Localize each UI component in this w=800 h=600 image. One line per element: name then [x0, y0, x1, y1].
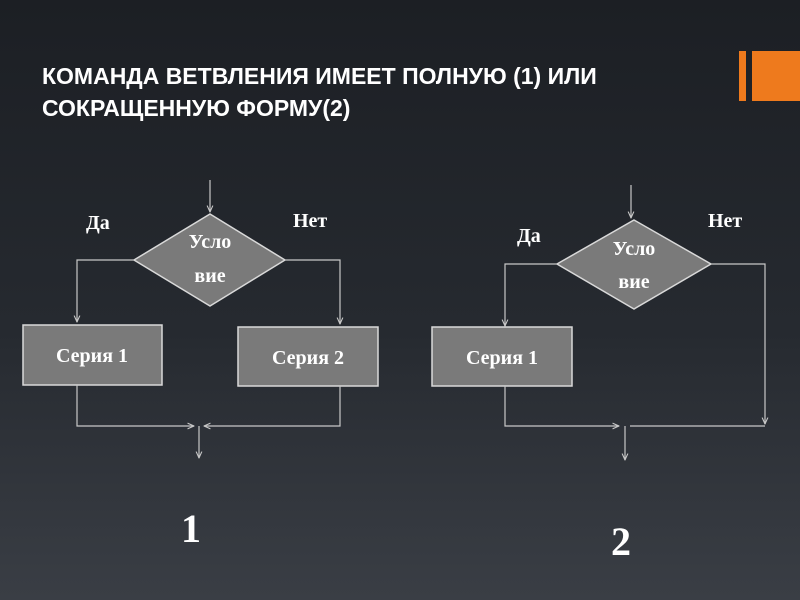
- yes-label: Да: [86, 212, 110, 234]
- series-1-box: [431, 326, 573, 387]
- yes-branch-connector: [505, 263, 557, 326]
- accent-bar-thick: [752, 51, 800, 101]
- no-branch-connector: [285, 259, 340, 324]
- slide-title-line-1: КОМАНДА ВЕТВЛЕНИЯ ИМЕЕТ ПОЛНУЮ (1) ИЛИ: [42, 63, 597, 89]
- condition-diamond: [555, 219, 713, 310]
- condition-label-line-2: вие: [618, 271, 649, 293]
- flowchart-full-form: Усло вие Да Нет Серия 1 Серия 2 1: [22, 180, 379, 551]
- yes-branch-connector: [77, 259, 134, 322]
- series-2-label: Серия 2: [272, 347, 344, 369]
- yes-label: Да: [517, 225, 541, 247]
- merge-right-connector: [204, 386, 341, 426]
- series-1-label: Серия 1: [466, 347, 538, 369]
- flowchart-short-form: Усло вие Да Нет Серия 1 2: [431, 185, 765, 564]
- accent-bar-thin: [739, 51, 746, 101]
- series-1-label: Серия 1: [56, 345, 128, 367]
- series-1-box: [22, 324, 163, 386]
- condition-label-line-2: вие: [194, 265, 225, 287]
- merge-left-connector: [76, 385, 194, 426]
- slide-title: КОМАНДА ВЕТВЛЕНИЯ ИМЕЕТ ПОЛНУЮ (1) ИЛИ С…: [42, 60, 732, 124]
- series-2-box: [237, 326, 379, 387]
- no-label: Нет: [708, 210, 742, 232]
- condition-label-line-1: Усло: [189, 231, 232, 253]
- diagram-number: 1: [181, 506, 201, 551]
- diagram-number: 2: [611, 519, 631, 564]
- condition-diamond: [132, 213, 287, 307]
- no-label: Нет: [293, 210, 327, 232]
- condition-label-line-1: Усло: [613, 238, 656, 260]
- merge-left-connector: [504, 386, 619, 426]
- slide-title-line-2: СОКРАЩЕННУЮ ФОРМУ(2): [42, 95, 351, 121]
- no-branch-connector: [711, 263, 765, 424]
